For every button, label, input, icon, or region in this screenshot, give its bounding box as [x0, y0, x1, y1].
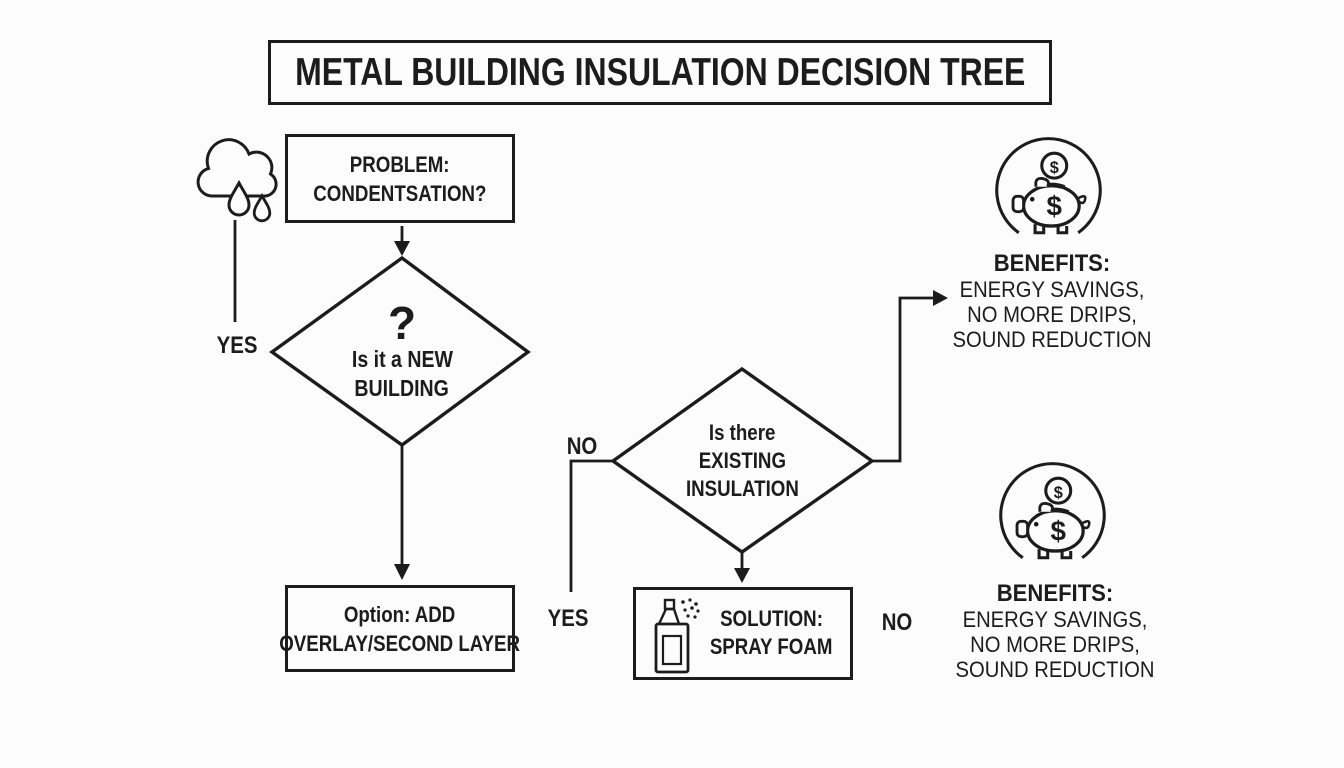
page-title: METAL BUILDING INSULATION DECISION TREE [294, 50, 1026, 94]
new-building-decision-text: ? Is it a NEW BUILDING [292, 276, 512, 428]
decision2-line2: EXISTING [698, 448, 786, 473]
problem-line1: PROBLEM: [350, 151, 450, 177]
no-branch-connector [569, 459, 612, 592]
benefit-item: ENERGY SAVINGS, [962, 607, 1148, 632]
cloud-shape [196, 138, 278, 198]
decision2-line3: INSULATION [685, 476, 799, 501]
arrow-decision-to-option [394, 446, 410, 580]
question-mark: ? [387, 297, 417, 349]
benefit-item: SOUND REDUCTION [952, 327, 1152, 352]
yes-label-middle: YES [547, 605, 589, 632]
piggy-bank-icon-bottom [999, 461, 1106, 560]
no-label-middle: NO [566, 433, 598, 460]
raindrop-large [227, 179, 251, 217]
option-box: Option: ADD OVERLAY/SECOND LAYER [280, 585, 520, 672]
problem-line2: CONDENTSATION? [313, 180, 487, 206]
new-building-decision-diamond [269, 255, 531, 448]
solution-text: SOLUTION: SPRAY FOAM [695, 600, 847, 666]
problem-box: PROBLEM: CONDENTSATION? [285, 134, 515, 223]
option-line2: OVERLAY/SECOND LAYER [279, 630, 521, 656]
existing-insulation-decision-text: Is there EXISTING INSULATION [632, 408, 852, 514]
spray-dots [681, 598, 700, 619]
arrow-to-benefits [871, 290, 948, 463]
no-label-right: NO [881, 609, 913, 636]
spray-can-icon [654, 598, 700, 674]
benefit-item: ENERGY SAVINGS, [959, 277, 1145, 302]
decision1-line2: BUILDING [354, 375, 450, 401]
benefits-heading: BENEFITS: [996, 580, 1114, 607]
decision1-line1: Is it a NEW [351, 346, 453, 372]
piggy-bank-icon-top [995, 136, 1102, 235]
arrow-decision2-to-solution [734, 553, 750, 583]
solution-box [633, 587, 853, 680]
option-line1: Option: ADD [344, 601, 456, 627]
solution-line1: SOLUTION: [719, 606, 823, 631]
title-box: METAL BUILDING INSULATION DECISION TREE [268, 40, 1052, 105]
raindrop-small [252, 192, 272, 223]
benefit-item: NO MORE DRIPS, [970, 632, 1140, 657]
solution-line2: SPRAY FOAM [709, 634, 833, 659]
arrow-problem-to-decision [394, 226, 410, 256]
benefits-block-bottom: BENEFITS: ENERGY SAVINGS, NO MORE DRIPS,… [940, 580, 1170, 682]
rain-cloud-icon [196, 138, 278, 223]
benefits-block-top: BENEFITS: ENERGY SAVINGS, NO MORE DRIPS,… [937, 250, 1167, 352]
benefit-item: SOUND REDUCTION [955, 657, 1155, 682]
benefit-item: NO MORE DRIPS, [967, 302, 1137, 327]
yes-label-left: YES [216, 332, 258, 359]
decision2-line1: Is there [708, 420, 776, 445]
benefits-heading: BENEFITS: [993, 250, 1111, 277]
existing-insulation-decision-diamond [610, 366, 875, 555]
